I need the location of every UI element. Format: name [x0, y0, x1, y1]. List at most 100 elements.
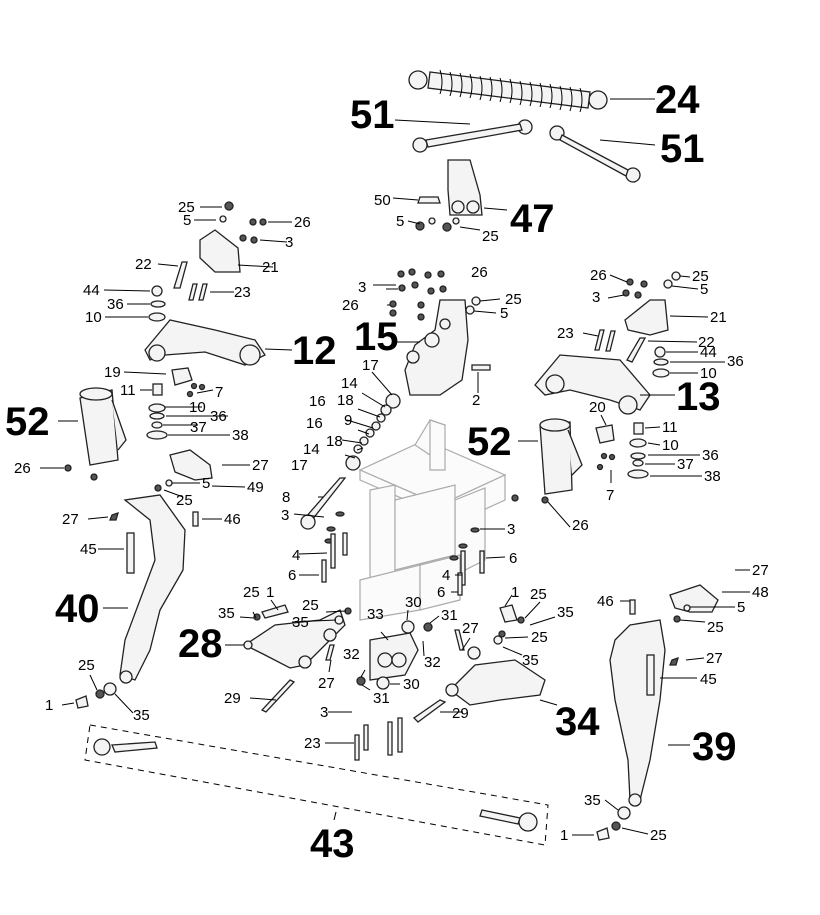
callout-38: 38: [704, 468, 721, 485]
callout-29: 29: [452, 705, 469, 722]
callout-25: 25: [505, 291, 522, 308]
callout-labels: 24 51 51 50 47 5 25 25 5 26 3 22 21 44 2…: [5, 78, 769, 866]
callout-33: 33: [367, 606, 384, 623]
callout-25: 25: [176, 492, 193, 509]
callout-36: 36: [727, 353, 744, 370]
callout-14: 14: [303, 441, 320, 458]
callout-25: 25: [531, 629, 548, 646]
callout-3: 3: [507, 521, 515, 538]
callout-1: 1: [45, 697, 53, 714]
callout-1: 1: [266, 584, 274, 601]
callout-26: 26: [294, 214, 311, 231]
callout-3: 3: [281, 507, 289, 524]
callout-49: 49: [247, 479, 264, 496]
callout-12: 12: [292, 329, 337, 373]
callout-15: 15: [354, 315, 399, 359]
center-bolts: [321, 494, 549, 596]
subframe: [358, 419, 507, 621]
callout-13: 13: [676, 375, 721, 419]
knuckle-right: [596, 584, 719, 841]
callout-5: 5: [202, 475, 210, 492]
callout-23: 23: [557, 325, 574, 342]
callout-16: 16: [309, 393, 326, 410]
callout-17: 17: [362, 357, 379, 374]
callout-31: 31: [373, 690, 390, 707]
callout-10: 10: [662, 437, 679, 454]
upper-right-assembly: [534, 271, 681, 479]
callout-25: 25: [530, 586, 547, 603]
callout-5: 5: [700, 281, 708, 298]
callout-6: 6: [288, 567, 296, 584]
callout-22: 22: [135, 256, 152, 273]
callout-5: 5: [183, 212, 191, 229]
callout-10: 10: [189, 399, 206, 416]
callout-3: 3: [358, 279, 366, 296]
callout-21: 21: [262, 259, 279, 276]
callout-34: 34: [555, 700, 600, 744]
callout-16: 16: [306, 415, 323, 432]
callout-35: 35: [522, 652, 539, 669]
callout-50: 50: [374, 192, 391, 209]
callout-47: 47: [510, 197, 555, 241]
knuckle-left: [75, 449, 213, 709]
callout-51: 51: [660, 127, 705, 171]
callout-7: 7: [215, 384, 223, 401]
callout-28: 28: [178, 622, 223, 666]
callout-51: 51: [350, 93, 395, 137]
callout-5: 5: [737, 599, 745, 616]
callout-10: 10: [700, 365, 717, 382]
callout-18: 18: [337, 392, 354, 409]
lower-arm-34: [412, 604, 546, 723]
callout-25: 25: [178, 199, 195, 216]
callout-46: 46: [224, 511, 241, 528]
callout-39: 39: [692, 725, 737, 769]
sleeve-left: [64, 387, 127, 481]
callout-46: 46: [597, 593, 614, 610]
knuckle-housing-15: [389, 268, 491, 396]
callout-27: 27: [462, 620, 479, 637]
callout-26: 26: [342, 297, 359, 314]
callout-6: 6: [437, 584, 445, 601]
callout-4: 4: [292, 547, 300, 564]
stabilizer-43: [84, 717, 549, 846]
callout-21: 21: [710, 309, 727, 326]
callout-11: 11: [120, 382, 136, 399]
callout-35: 35: [133, 707, 150, 724]
callout-11: 11: [662, 419, 678, 436]
callout-35: 35: [292, 614, 309, 631]
callout-25: 25: [650, 827, 667, 844]
callout-37: 37: [190, 419, 207, 436]
callout-9: 9: [344, 412, 352, 429]
callout-5: 5: [396, 213, 404, 230]
callout-26: 26: [572, 517, 589, 534]
callout-14: 14: [341, 375, 358, 392]
callout-26: 26: [471, 264, 488, 281]
callout-3: 3: [285, 234, 293, 251]
callout-2: 2: [472, 392, 480, 409]
callout-25: 25: [243, 584, 260, 601]
callout-27: 27: [252, 457, 269, 474]
callout-1: 1: [560, 827, 568, 844]
callout-44: 44: [83, 282, 100, 299]
callout-25: 25: [707, 619, 724, 636]
callout-27: 27: [752, 562, 769, 579]
callout-25: 25: [482, 228, 499, 245]
callout-25: 25: [78, 657, 95, 674]
link-rod-left: [412, 119, 533, 153]
callout-52: 52: [467, 420, 512, 464]
callout-27: 27: [706, 650, 723, 667]
callout-22: 22: [698, 334, 715, 351]
callout-25: 25: [692, 268, 709, 285]
sleeve-right: [539, 418, 583, 495]
callout-36: 36: [702, 447, 719, 464]
callout-30: 30: [405, 594, 422, 611]
callout-24: 24: [655, 78, 700, 122]
bracket-47: [415, 159, 483, 232]
callout-52: 52: [5, 400, 50, 444]
callout-40: 40: [55, 587, 100, 631]
callout-4: 4: [442, 567, 450, 584]
upper-left-assembly: [144, 201, 267, 440]
callout-37: 37: [677, 456, 694, 473]
callout-45: 45: [700, 671, 717, 688]
shock-absorber: [408, 69, 608, 113]
